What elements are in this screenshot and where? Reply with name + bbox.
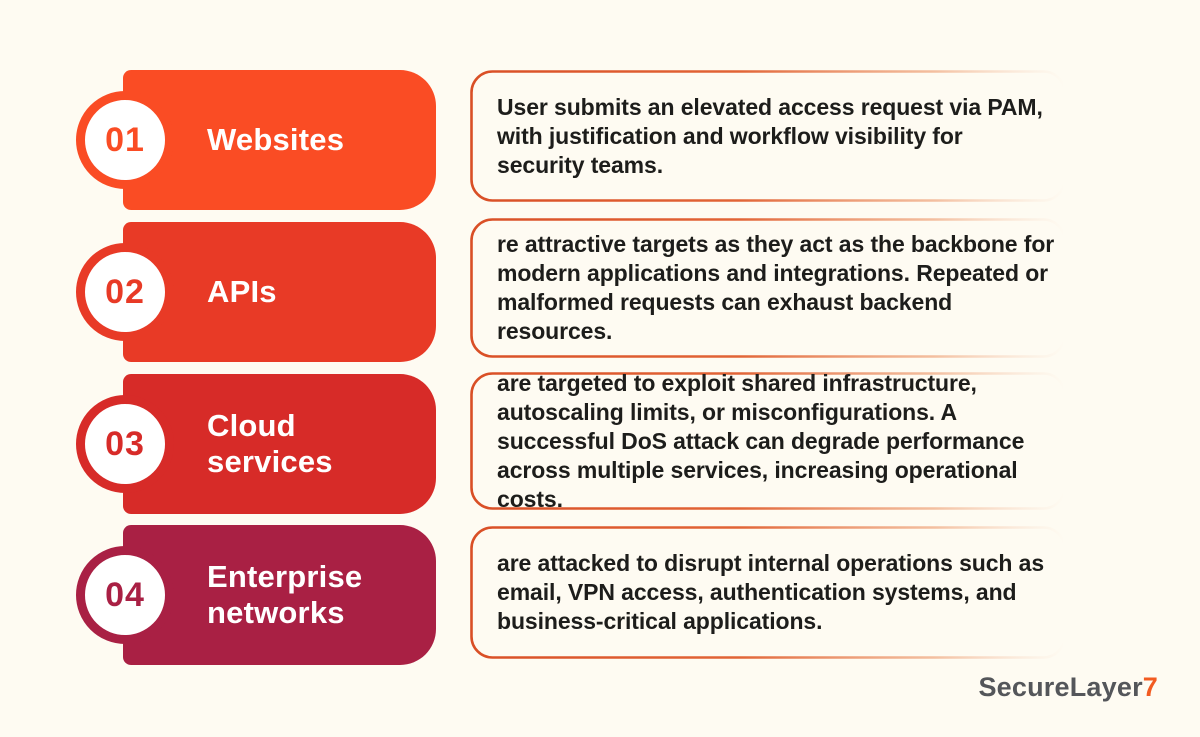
list-item-apis: 02 APIs re attractive targets as they ac… (76, 218, 1176, 367)
fading-border (470, 70, 1066, 202)
logo-accent-digit: 7 (1142, 672, 1158, 702)
pill-websites (123, 70, 436, 210)
description-box: User submits an elevated access request … (470, 70, 1066, 202)
number-text: 02 (105, 272, 145, 311)
description-box: are attacked to disrupt internal operati… (470, 526, 1066, 659)
description-box: are targeted to exploit shared infrastru… (470, 370, 1066, 512)
number-text: 04 (105, 575, 145, 614)
number-badge: 04 (76, 546, 174, 644)
number-text: 01 (105, 120, 145, 159)
description-box: re attractive targets as they act as the… (470, 218, 1066, 358)
description-text: User submits an elevated access request … (497, 93, 1043, 178)
description-text: are targeted to exploit shared infrastru… (497, 369, 1025, 512)
pill-label-text: Enterprise networks (207, 559, 363, 630)
logo-brand-text: SecureLayer (978, 672, 1143, 702)
list-item-enterprise-networks: 04 Enterprise networks are attacked to d… (76, 525, 1176, 670)
pill-apis (123, 222, 436, 362)
pill-label: APIs (207, 222, 417, 362)
description-text: re attractive targets as they act as the… (497, 231, 1055, 344)
pill-label: Enterprise networks (207, 525, 417, 665)
number-badge: 02 (76, 243, 174, 341)
number-badge: 01 (76, 91, 174, 189)
list-item-websites: 01 Websites User submits an elevated acc… (76, 70, 1176, 215)
pill-label-text: Websites (207, 122, 345, 158)
number-text: 03 (105, 424, 145, 463)
description-text: are attacked to disrupt internal operati… (497, 550, 1045, 634)
fading-border (470, 218, 1066, 358)
list-item-cloud-services: 03 Cloud services are targeted to exploi… (76, 370, 1176, 519)
pill-cloud-services (123, 374, 436, 514)
pill-enterprise-networks (123, 525, 436, 665)
fading-border (470, 526, 1066, 659)
pill-label-text: APIs (207, 274, 277, 310)
fading-border (470, 372, 1066, 510)
number-badge: 03 (76, 395, 174, 493)
pill-label: Cloud services (207, 374, 417, 514)
pill-label-text: Cloud services (207, 408, 333, 479)
securelayer7-logo: SecureLayer7 (978, 672, 1158, 703)
pill-label: Websites (207, 70, 417, 210)
